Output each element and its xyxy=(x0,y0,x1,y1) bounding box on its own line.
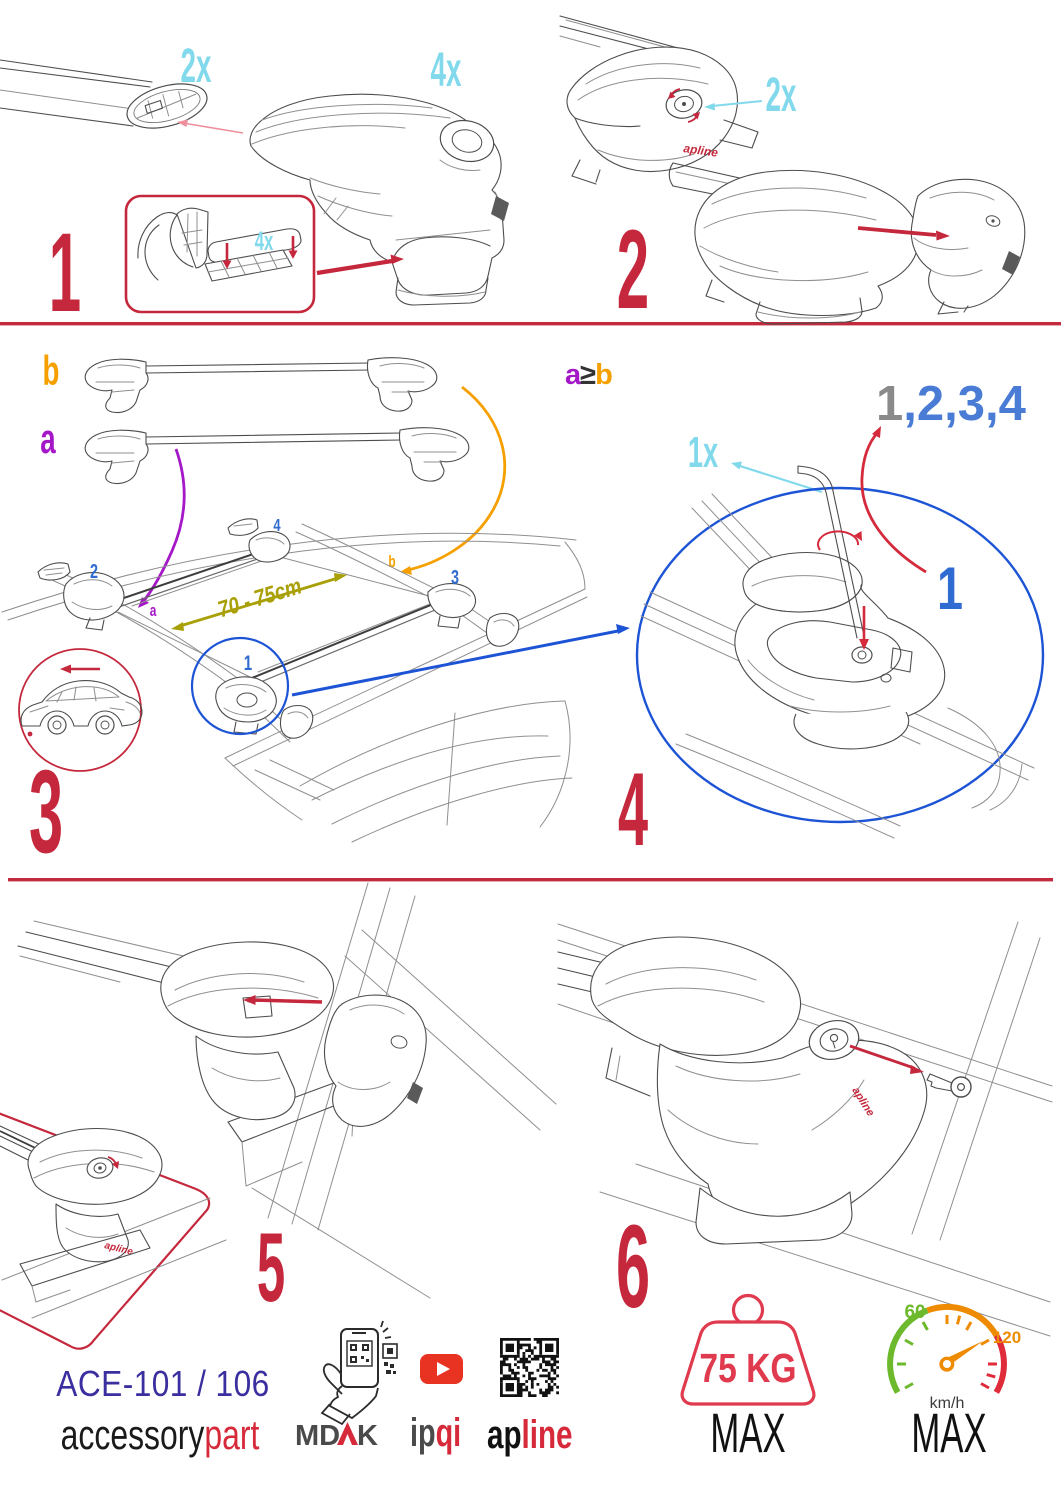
svg-text:1: 1 xyxy=(49,209,81,334)
svg-text:6: 6 xyxy=(616,1200,650,1332)
svg-text:b: b xyxy=(388,553,395,572)
svg-text:a: a xyxy=(40,415,56,462)
svg-text:km/h: km/h xyxy=(930,1395,965,1412)
svg-text:3: 3 xyxy=(451,566,459,589)
svg-text:1,2,3,4: 1,2,3,4 xyxy=(876,377,1026,431)
svg-text:4: 4 xyxy=(273,516,280,536)
svg-text:b: b xyxy=(43,347,60,394)
svg-text:4x: 4x xyxy=(431,43,462,97)
svg-text:1: 1 xyxy=(244,650,252,674)
svg-text:2: 2 xyxy=(90,560,98,583)
svg-text:120: 120 xyxy=(993,1328,1021,1347)
svg-text:accessorypart: accessorypart xyxy=(61,1411,260,1458)
svg-text:a≥b: a≥b xyxy=(565,359,613,391)
svg-text:1: 1 xyxy=(937,555,963,622)
svg-text:4x: 4x xyxy=(255,226,274,256)
svg-text:3: 3 xyxy=(29,745,63,877)
svg-text:MD: MD xyxy=(295,1420,340,1452)
svg-text:MAX: MAX xyxy=(911,1402,986,1465)
svg-text:ipqi: ipqi xyxy=(410,1410,461,1455)
svg-text:1x: 1x xyxy=(688,427,719,476)
svg-text:apline: apline xyxy=(683,141,720,160)
svg-text:apline: apline xyxy=(487,1413,573,1457)
svg-text:MAX: MAX xyxy=(710,1402,785,1465)
svg-text:ACE-101 / 106: ACE-101 / 106 xyxy=(56,1364,269,1404)
svg-text:K: K xyxy=(357,1420,378,1452)
svg-text:2: 2 xyxy=(617,206,649,331)
svg-text:2x: 2x xyxy=(766,68,797,122)
svg-text:75 KG: 75 KG xyxy=(699,1345,796,1391)
svg-text:5: 5 xyxy=(257,1212,285,1322)
svg-text:a: a xyxy=(150,602,157,621)
svg-text:2x: 2x xyxy=(181,39,212,93)
svg-text:60: 60 xyxy=(904,1302,925,1323)
svg-text:4: 4 xyxy=(618,751,648,868)
